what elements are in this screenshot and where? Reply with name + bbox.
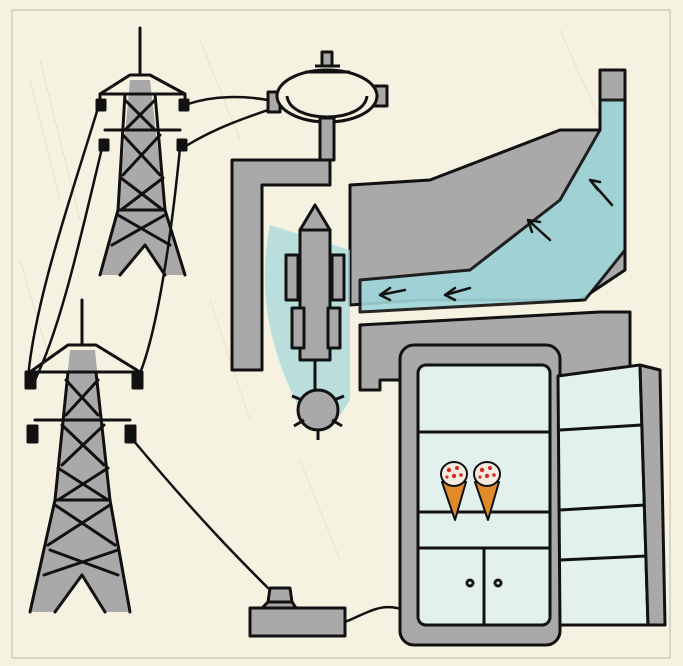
refrigerator	[400, 345, 665, 645]
